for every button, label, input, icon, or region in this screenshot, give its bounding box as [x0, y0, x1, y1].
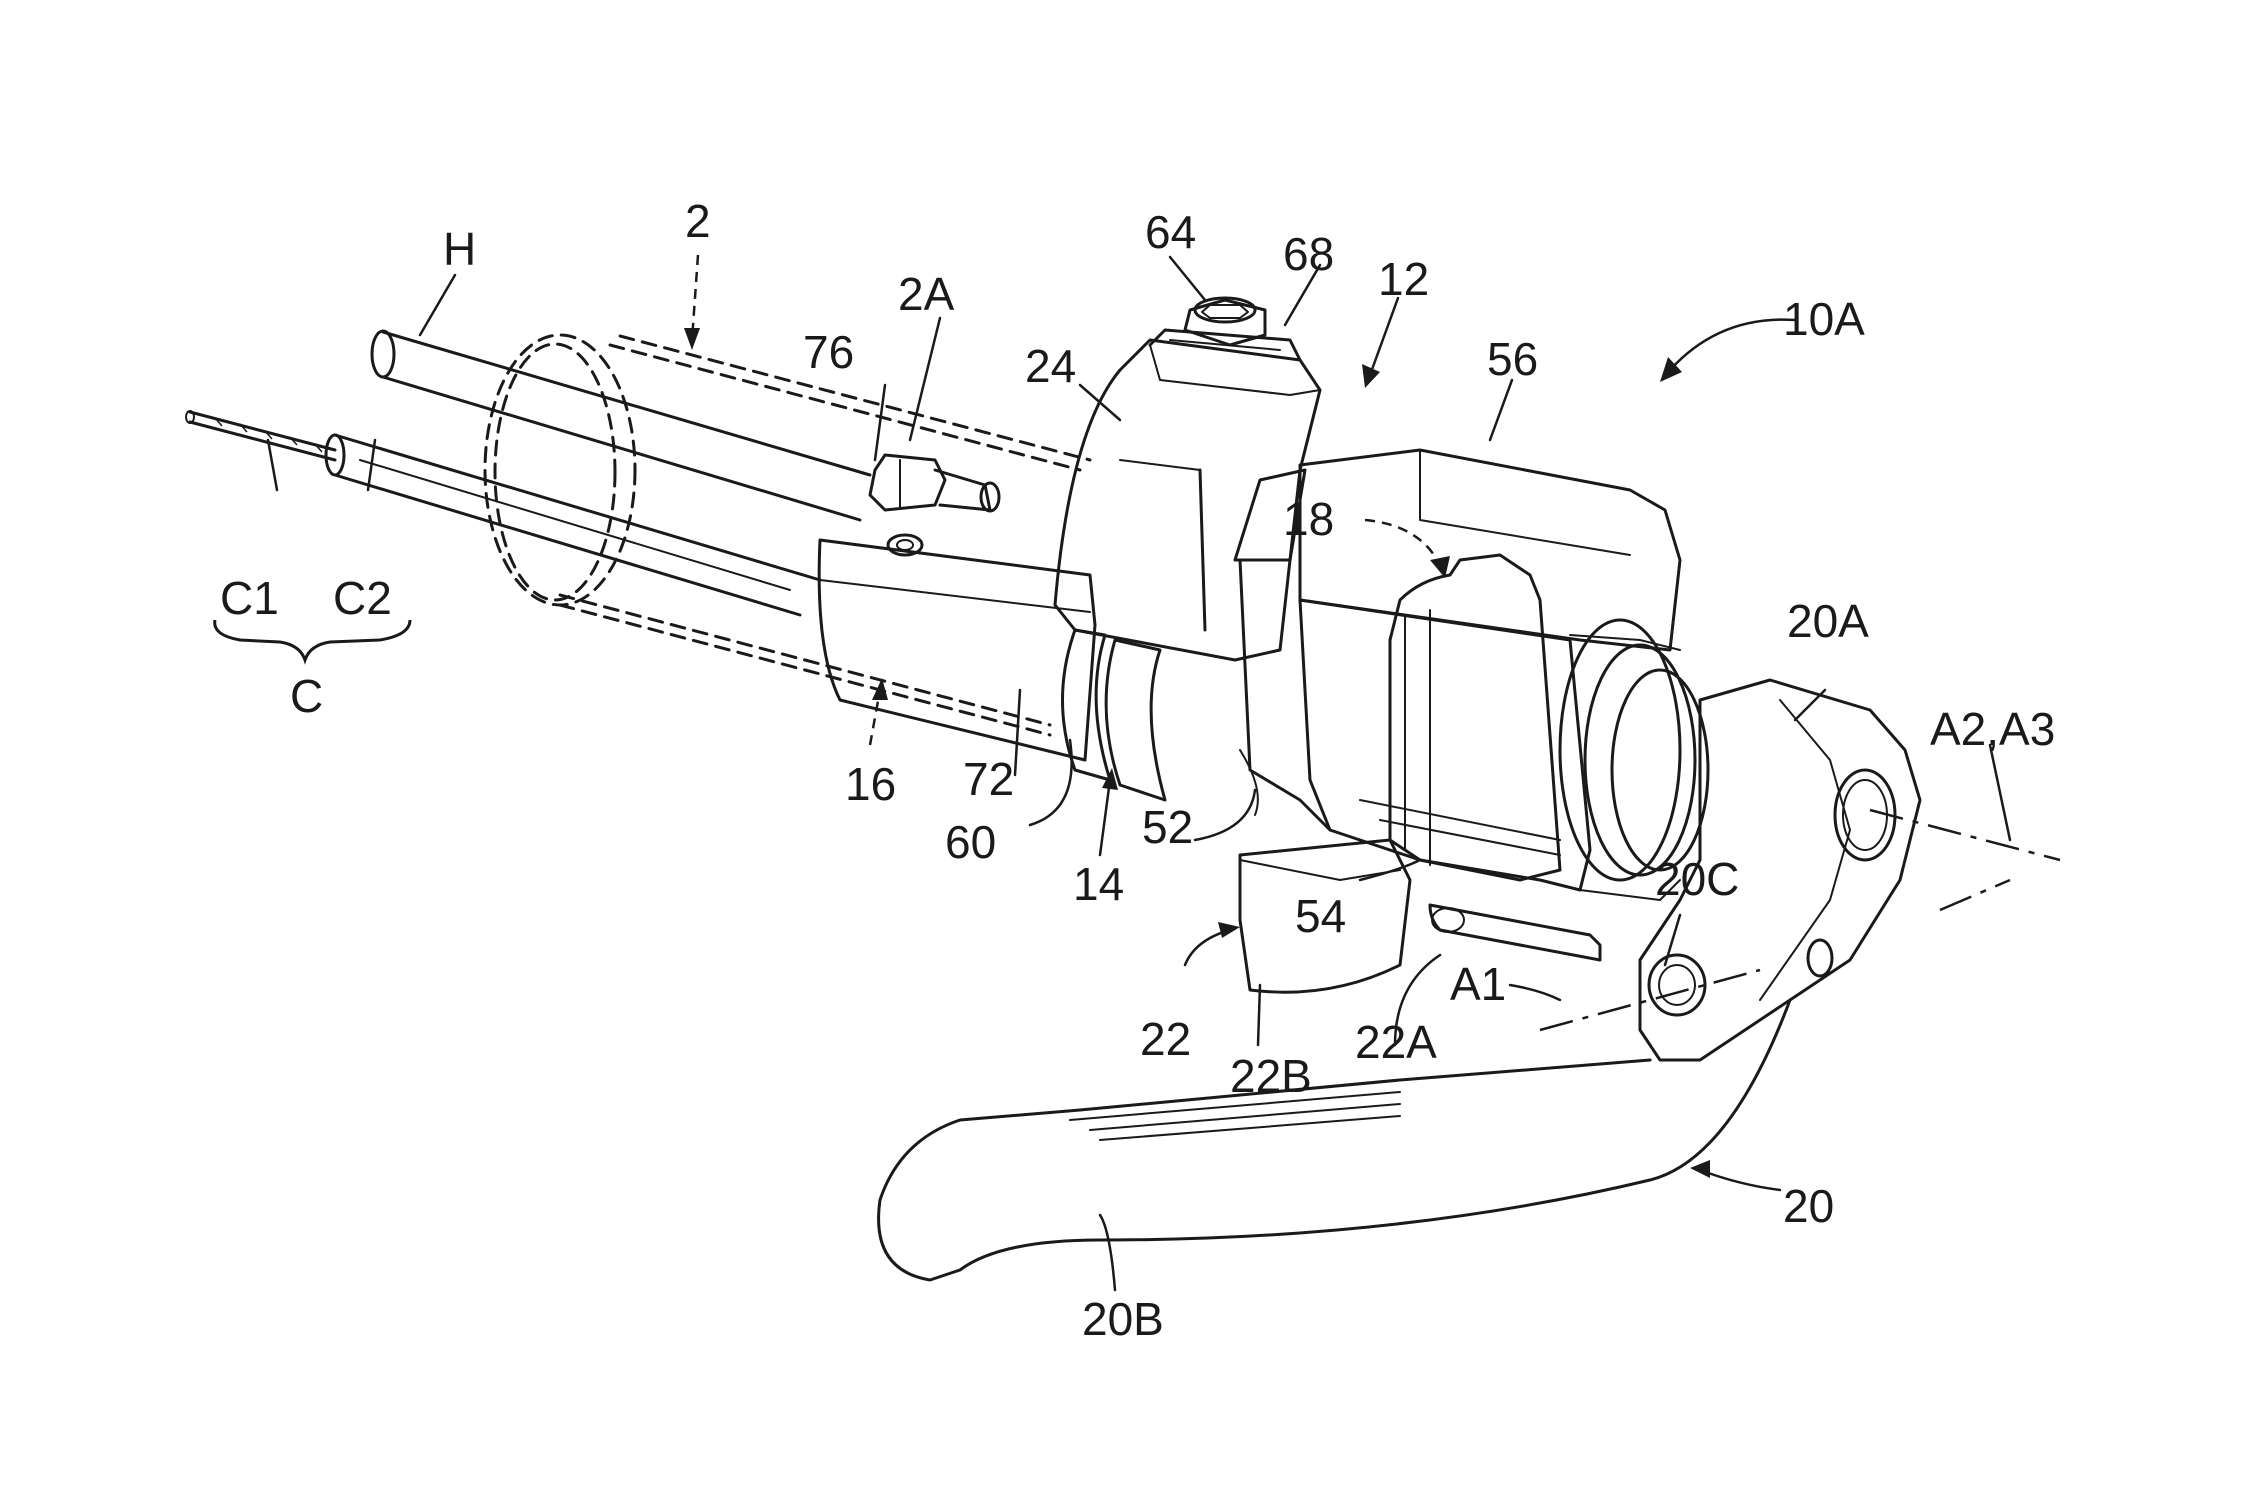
label-C: C — [290, 670, 323, 722]
label-12: 12 — [1378, 253, 1429, 305]
label-54: 54 — [1295, 890, 1346, 942]
label-2: 2 — [685, 195, 711, 247]
label-56: 56 — [1487, 333, 1538, 385]
handlebar-tube — [372, 331, 870, 520]
adjuster-housing-72 — [819, 535, 1095, 760]
label-22A: 22A — [1355, 1016, 1437, 1068]
piston-housing-54 — [1300, 600, 1708, 900]
operating-lever-20 — [879, 680, 1920, 1280]
leader-lines — [268, 255, 2010, 1290]
label-A1: A1 — [1450, 958, 1506, 1010]
label-20A: 20A — [1787, 595, 1869, 647]
label-72: 72 — [963, 753, 1014, 805]
label-2A: 2A — [898, 268, 955, 320]
label-A2-A3: A2,A3 — [1930, 703, 2055, 755]
label-22B: 22B — [1230, 1050, 1312, 1102]
reference-labels: H 2 2A 76 24 64 68 12 56 10A 18 20A A2,A… — [220, 195, 2055, 1345]
label-16: 16 — [845, 758, 896, 810]
label-68: 68 — [1283, 228, 1334, 280]
label-20: 20 — [1783, 1180, 1834, 1232]
bracket-22 — [1240, 840, 1600, 992]
reservoir-18 — [1390, 555, 1560, 880]
label-60: 60 — [945, 816, 996, 868]
fitting-76 — [870, 455, 999, 511]
brace-c — [215, 620, 410, 660]
label-20B: 20B — [1082, 1293, 1164, 1345]
label-22: 22 — [1140, 1013, 1191, 1065]
label-14: 14 — [1073, 858, 1124, 910]
cable-outer-casing — [326, 435, 820, 615]
label-52: 52 — [1142, 801, 1193, 853]
label-C2: C2 — [333, 572, 392, 624]
cable-inner-wire — [186, 411, 335, 460]
label-24: 24 — [1025, 340, 1076, 392]
label-18: 18 — [1283, 493, 1334, 545]
axis-a2-a3 — [1870, 810, 2060, 910]
label-10A: 10A — [1783, 293, 1865, 345]
phantom-handlebar — [485, 335, 1090, 735]
label-C1: C1 — [220, 572, 279, 624]
label-H: H — [443, 223, 476, 275]
label-76: 76 — [803, 326, 854, 378]
label-20C: 20C — [1655, 853, 1739, 905]
label-64: 64 — [1145, 206, 1196, 258]
